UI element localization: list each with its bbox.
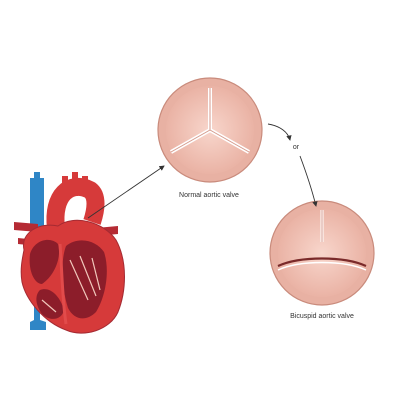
bicuspid-valve-label: Bicuspid aortic valve [290, 313, 354, 320]
arrow-normal-or [267, 123, 292, 141]
normal-valve-label: Normal aortic valve [179, 192, 239, 199]
arrow-or-to-bicuspid [299, 155, 318, 207]
arrow-heart-to-normal [87, 165, 165, 219]
heart-anatomy-icon [14, 172, 125, 334]
or-label: or [292, 144, 300, 151]
bicuspid-valve-icon [269, 200, 375, 306]
tricuspid-valve-icon [157, 77, 263, 183]
